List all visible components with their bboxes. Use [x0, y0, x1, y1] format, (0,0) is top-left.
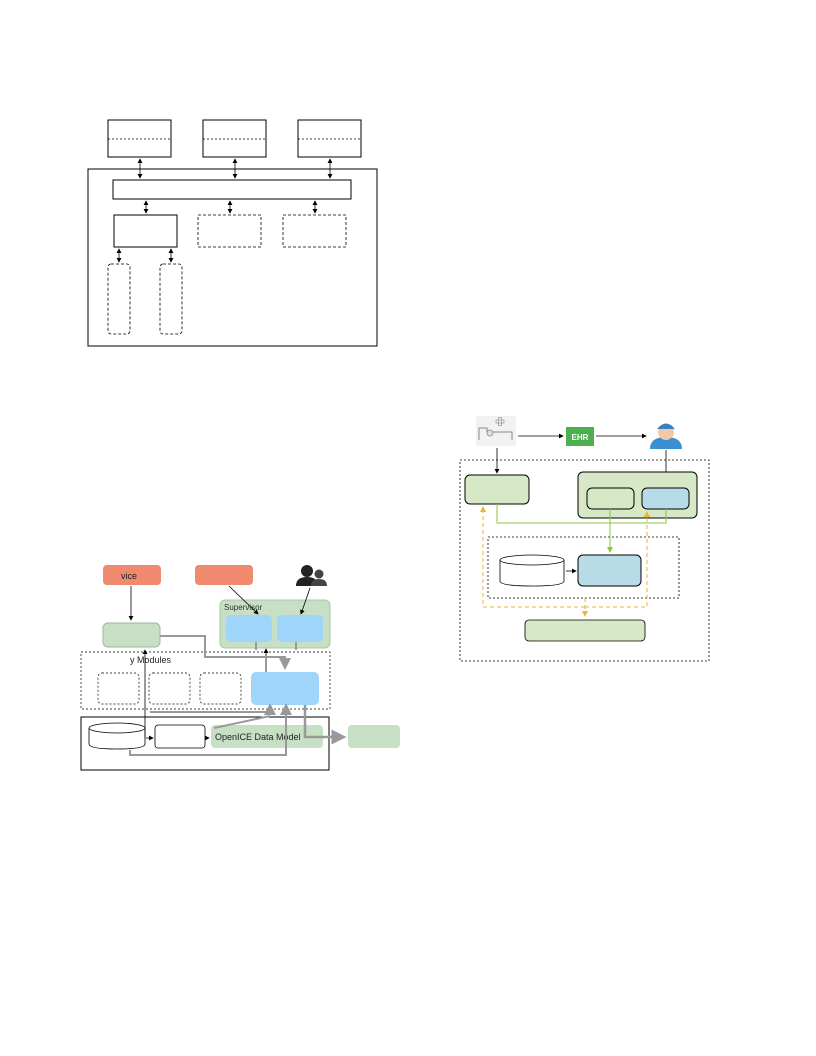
- app-blue-box: [641, 487, 690, 510]
- data-model-box: [211, 725, 323, 748]
- data-model-label: OpenICE Data Model: [215, 732, 301, 742]
- architecture-diagram: [87, 119, 378, 347]
- arrow-device-supervisor: [228, 585, 259, 615]
- module-box-3: [199, 672, 242, 705]
- green-line-3: [610, 509, 667, 524]
- green-line-1: [496, 504, 613, 553]
- bottom-green-box: [524, 619, 646, 642]
- device-box-left: [103, 565, 161, 585]
- clinical-database-icon: [499, 554, 565, 587]
- users-icon: [296, 565, 327, 586]
- processor-blue-box: [577, 554, 642, 587]
- device-box-right: [195, 565, 253, 585]
- module-box-1: [97, 672, 140, 705]
- module-blue-box: [251, 672, 319, 705]
- module-box-2: [148, 672, 191, 705]
- gray-line-1: [160, 635, 291, 670]
- device-adapter-box: [102, 622, 161, 648]
- external-box: [348, 725, 400, 748]
- mid-box-solid: [113, 214, 178, 248]
- bottom-dashed-1: [107, 263, 131, 335]
- gray-line-7: [303, 705, 347, 745]
- top-box-3: [297, 119, 362, 158]
- ehr-label: EHR: [572, 433, 589, 442]
- patient-bed-icon: [476, 416, 516, 446]
- supervisor-app-1: [226, 615, 272, 642]
- supervisor-app-2: [277, 615, 323, 642]
- bus-bar: [112, 179, 352, 200]
- gray-line-4: [150, 703, 276, 715]
- orange-dashed-1: [480, 506, 585, 608]
- device-label: vice: [121, 571, 137, 581]
- mid-box-dashed-2: [282, 214, 347, 248]
- outer-container: [87, 168, 378, 347]
- modules-label: y Modules: [130, 655, 172, 665]
- openice-diagram: vice Supervisor y Modules OpenI: [80, 565, 400, 771]
- clinical-inner-container: [487, 536, 680, 599]
- device-green-box: [464, 474, 530, 505]
- bottom-dashed-2: [159, 263, 183, 335]
- arrow-users-supervisor: [300, 587, 311, 615]
- gray-line-5: [213, 715, 271, 729]
- top-box-1: [107, 119, 172, 158]
- top-box-2: [202, 119, 267, 158]
- storage-box: [154, 724, 206, 749]
- ehr-icon: [566, 427, 594, 446]
- clinical-diagram: EHR: [459, 416, 710, 662]
- data-layer-container: [80, 716, 330, 771]
- mid-box-dashed-1: [197, 214, 262, 248]
- supervisor-label: Supervisor: [224, 603, 263, 612]
- clinical-outer-container: [459, 459, 710, 662]
- app-green-box: [586, 487, 635, 510]
- database-icon: [88, 722, 146, 750]
- gray-line-6: [129, 703, 292, 756]
- clinician-icon: [650, 423, 682, 449]
